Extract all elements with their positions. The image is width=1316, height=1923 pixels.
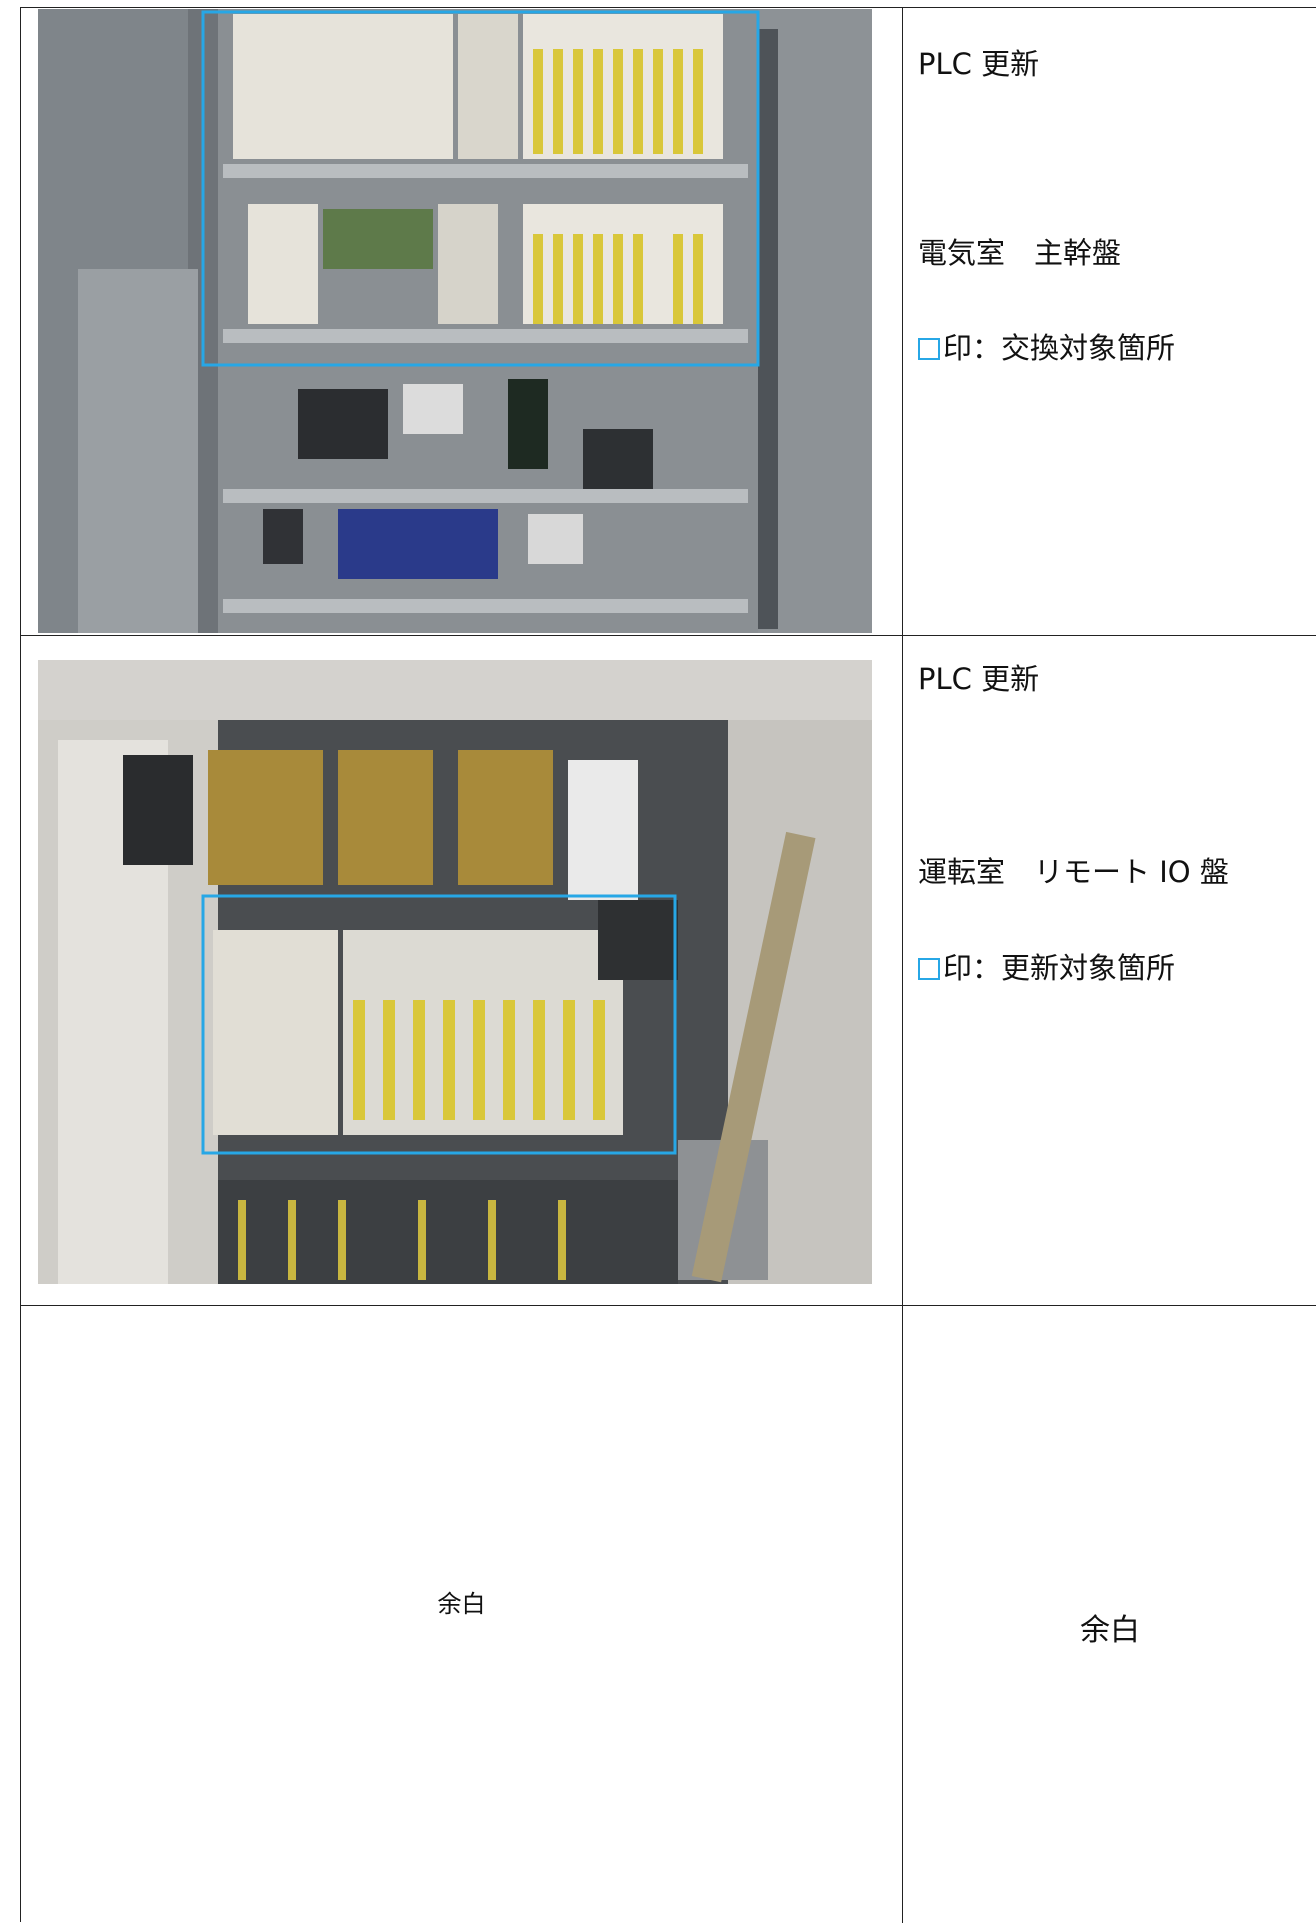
blank-label-right: 余白 xyxy=(1080,1612,1140,1648)
row-2-location: 運転室 リモート IO 盤 xyxy=(918,855,1229,889)
highlight-square-icon xyxy=(918,958,940,980)
row-1-title: PLC 更新 xyxy=(918,47,1040,81)
remote-io-cabinet-image xyxy=(38,660,872,1284)
row-2-legend: 印：更新対象箇所 xyxy=(918,950,1175,986)
highlight-square-icon xyxy=(918,338,940,360)
blank-label-left: 余白 xyxy=(437,1590,486,1618)
table-row-1: PLC 更新 電気室 主幹盤 印：交換対象箇所 xyxy=(21,8,1316,636)
remote-io-cabinet-photo xyxy=(38,660,872,1284)
row-1-location: 電気室 主幹盤 xyxy=(918,236,1122,270)
blank-cell-right: 余白 xyxy=(903,1306,1316,1923)
plc-cabinet-image xyxy=(38,9,872,633)
row-2-title: PLC 更新 xyxy=(918,662,1040,696)
table-row-3: 余白 余白 xyxy=(21,1306,1316,1923)
row-1-legend: 印：交換対象箇所 xyxy=(918,330,1175,366)
table-row-2: PLC 更新 運転室 リモート IO 盤 印：更新対象箇所 xyxy=(21,636,1316,1306)
document-table: PLC 更新 電気室 主幹盤 印：交換対象箇所 xyxy=(20,7,1316,1923)
plc-cabinet-photo xyxy=(38,9,872,633)
blank-cell-left: 余白 xyxy=(21,1306,902,1923)
